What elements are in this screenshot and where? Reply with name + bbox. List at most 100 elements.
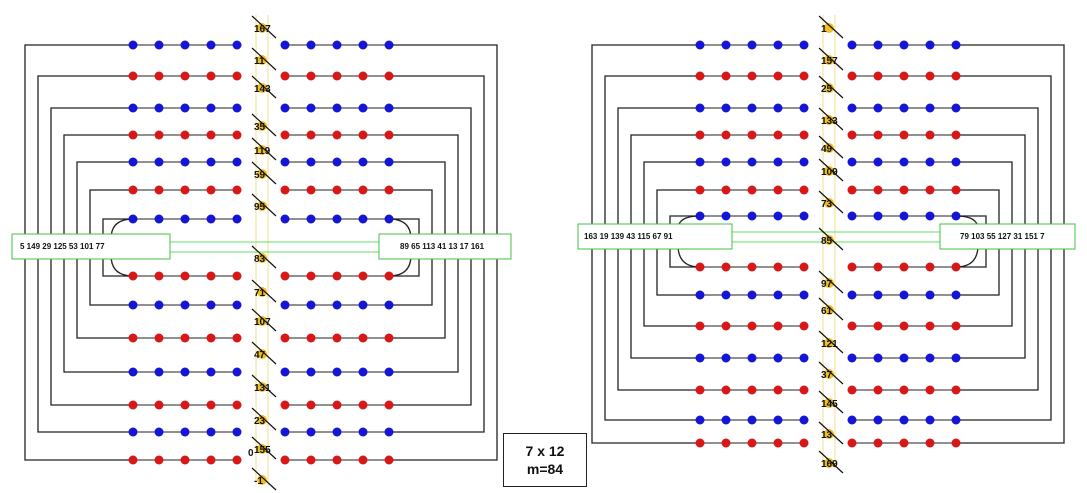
node-dot (747, 262, 757, 272)
wire (389, 218, 420, 235)
node-dot (847, 262, 857, 272)
node-dot (180, 185, 190, 195)
node-dot (925, 103, 935, 113)
node-dot (128, 367, 138, 377)
wire (956, 249, 1013, 327)
node-dot (128, 130, 138, 140)
node-dot (384, 427, 394, 437)
node-dot (280, 367, 290, 377)
node-dot (721, 103, 731, 113)
wire (102, 259, 133, 277)
right-box-left-text: 163 19 139 43 115 67 91 (584, 232, 673, 241)
order-label: 85 (821, 236, 833, 247)
node-dot (925, 321, 935, 331)
node-dot (899, 211, 909, 221)
node-dot (154, 333, 164, 343)
node-dot (206, 271, 216, 281)
node-dot (847, 157, 857, 167)
pin (824, 429, 834, 439)
wire (956, 161, 1013, 225)
order-label: 71 (254, 288, 266, 299)
node-dot (695, 353, 705, 363)
pin (257, 145, 267, 155)
node-dot (180, 40, 190, 50)
order-label: 157 (821, 56, 838, 67)
node-dot (154, 185, 164, 195)
arrow-line (251, 75, 277, 99)
node-dot (232, 271, 242, 281)
order-label: 13 (821, 430, 833, 441)
node-dot (873, 353, 883, 363)
node-dot (128, 214, 138, 224)
node-dot (154, 367, 164, 377)
node-dot (232, 214, 242, 224)
node-dot (306, 300, 316, 310)
order-label: 119 (254, 146, 271, 157)
node-dot (951, 353, 961, 363)
node-dot (695, 185, 705, 195)
node-dot (721, 211, 731, 221)
node-dot (332, 455, 342, 465)
node-dot (332, 271, 342, 281)
arrow-line (818, 330, 844, 354)
left-dots (128, 40, 394, 465)
node-dot (747, 438, 757, 448)
left-wires (24, 44, 498, 461)
wire (630, 134, 700, 225)
order-label: 73 (821, 199, 833, 210)
node-dot (232, 71, 242, 81)
node-dot (180, 130, 190, 140)
node-dot (799, 130, 809, 140)
node-dot (206, 427, 216, 437)
order-label: 11 (254, 56, 265, 67)
node-dot (695, 157, 705, 167)
node-dot (332, 300, 342, 310)
wire (50, 259, 133, 406)
wire (89, 189, 133, 235)
node-dot (925, 415, 935, 425)
arrow-line (251, 15, 277, 39)
node-dot (306, 214, 316, 224)
pin (824, 369, 834, 379)
node-dot (384, 455, 394, 465)
arrow-line (251, 279, 277, 303)
node-dot (332, 130, 342, 140)
node-dot (721, 438, 731, 448)
node-dot (695, 290, 705, 300)
node-dot (384, 271, 394, 281)
pin (824, 305, 834, 315)
node-dot (232, 157, 242, 167)
node-dot (773, 103, 783, 113)
zero-label: 0 (248, 448, 254, 459)
wire (956, 75, 1052, 225)
pin (824, 166, 834, 176)
wire (63, 134, 133, 235)
arrow-line (818, 190, 844, 214)
node-dot (773, 40, 783, 50)
node-dot (847, 353, 857, 363)
node-dot (232, 333, 242, 343)
node-dot (873, 157, 883, 167)
node-dot (925, 290, 935, 300)
node-dot (873, 130, 883, 140)
node-dot (154, 400, 164, 410)
node-dot (358, 103, 368, 113)
node-dot (747, 71, 757, 81)
wire (591, 44, 700, 225)
pin (257, 475, 267, 485)
order-label: 1 (821, 24, 827, 35)
node-dot (232, 400, 242, 410)
node-dot (128, 300, 138, 310)
order-label: 47 (254, 350, 266, 361)
node-dot (306, 40, 316, 50)
arrow-line (818, 227, 844, 251)
wire (956, 249, 1065, 444)
node-dot (384, 333, 394, 343)
wire (89, 259, 133, 306)
node-dot (128, 103, 138, 113)
node-dot (847, 438, 857, 448)
order-label: 49 (821, 144, 833, 155)
pin (824, 235, 834, 245)
